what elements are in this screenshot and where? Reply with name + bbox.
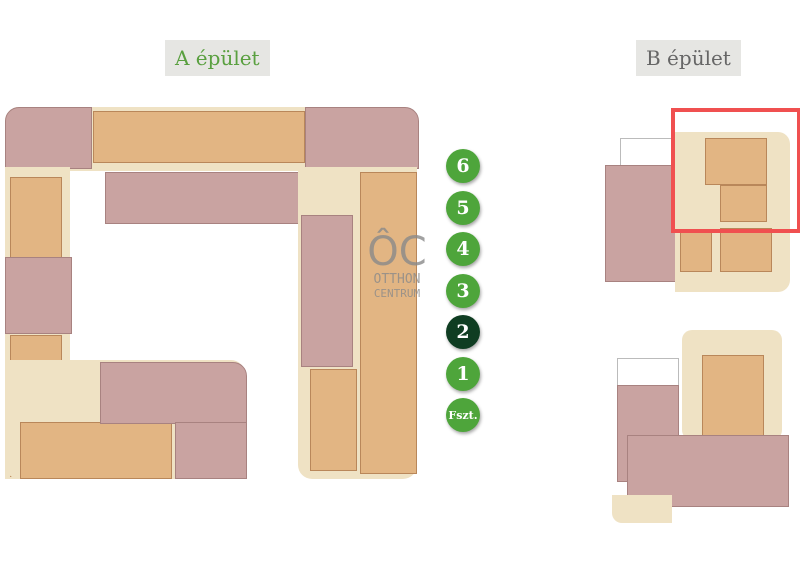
building-b-title[interactable]: B épület bbox=[636, 40, 741, 76]
floor-ground-button[interactable]: Fszt. bbox=[446, 398, 480, 432]
selected-unit-highlight[interactable] bbox=[671, 108, 800, 233]
building-b-upper-floorplan[interactable] bbox=[600, 130, 800, 295]
building-a-title[interactable]: A épület bbox=[165, 40, 270, 76]
floor-5-button[interactable]: 5 bbox=[446, 190, 480, 225]
floor-3-button[interactable]: 3 bbox=[446, 273, 480, 308]
floor-1-button[interactable]: 1 bbox=[446, 356, 480, 391]
floor-6-button[interactable]: 6 bbox=[446, 149, 480, 183]
floor-selector: 6 5 4 3 2 1 Fszt. bbox=[446, 149, 480, 432]
floor-4-button[interactable]: 4 bbox=[446, 232, 480, 266]
building-b-lower-floorplan[interactable] bbox=[612, 330, 792, 525]
building-a-floorplan[interactable] bbox=[5, 107, 419, 479]
floor-2-button[interactable]: 2 bbox=[446, 315, 480, 349]
watermark-logo: ÔC OTTHON CENTRUM bbox=[367, 229, 427, 300]
